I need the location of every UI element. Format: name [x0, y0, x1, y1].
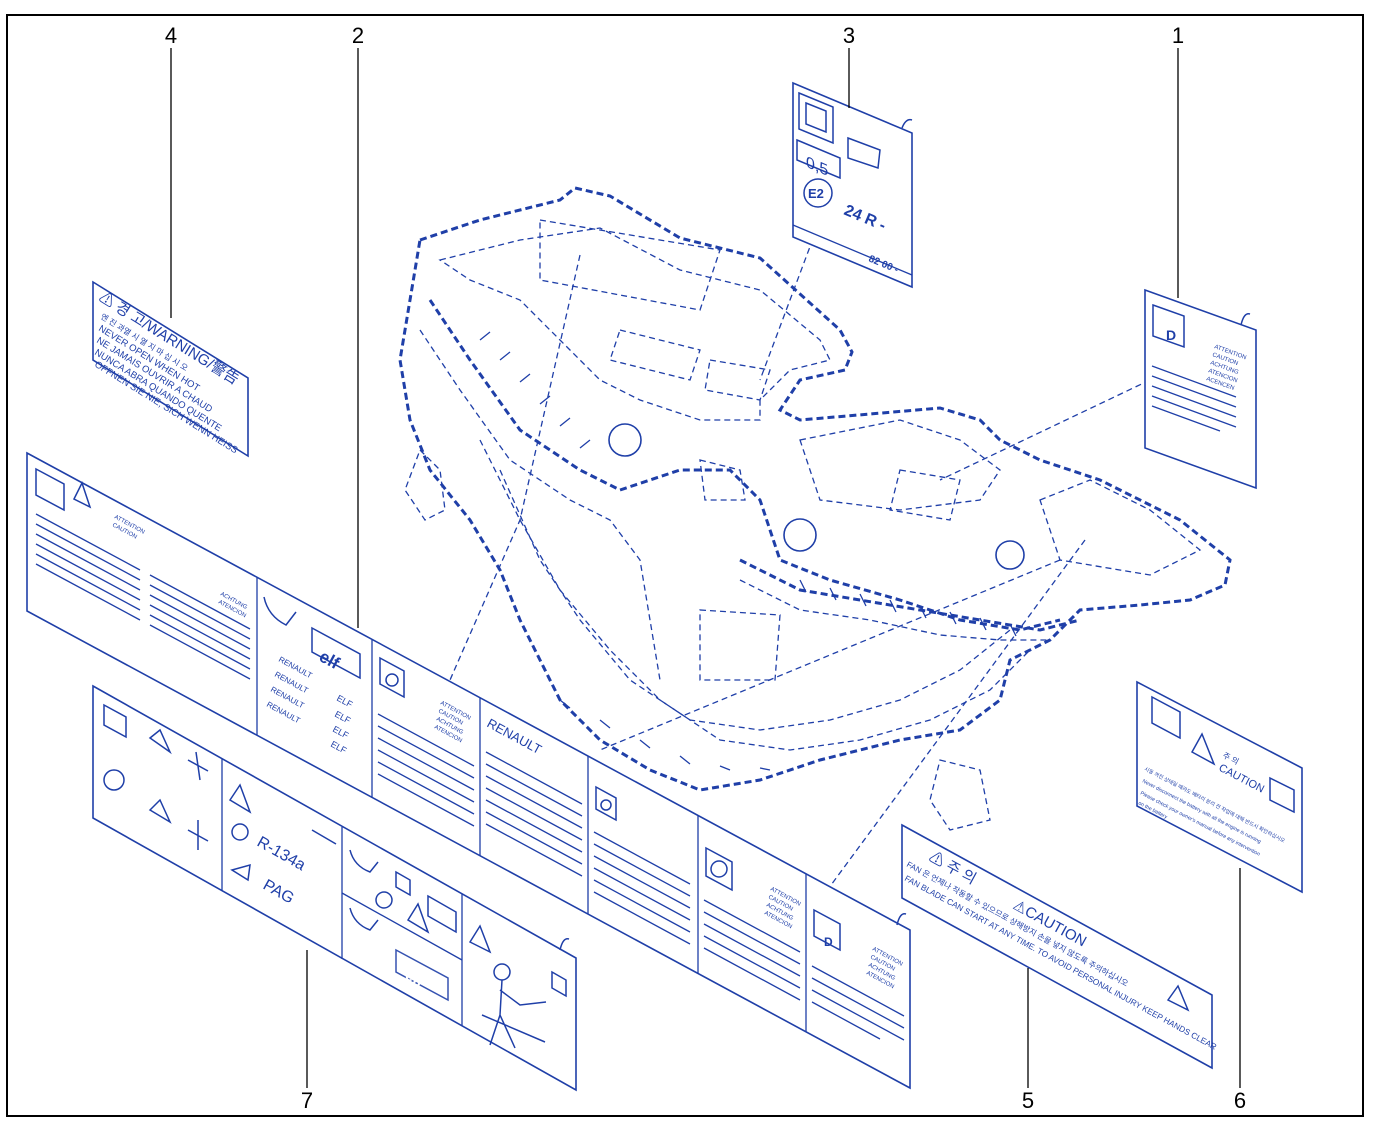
- label-3-circle: E2: [808, 186, 824, 201]
- label-7-strip: R-134a PAG elf: [92, 684, 577, 1092]
- label-6-battery-caution: 주 의 CAUTION 시동 꺼진 상태일 때라도 배터리 분리 전 작업에 대…: [1136, 680, 1303, 894]
- callout-5: 5: [1022, 1088, 1034, 1113]
- diagram-frame: [6, 14, 1364, 1117]
- label-1-caution: D ATTENTION CAUTION ACHTUNG ATENCION ACE…: [1144, 288, 1257, 490]
- callout-7: 7: [301, 1088, 313, 1113]
- callout-3: 3: [843, 23, 855, 48]
- label-2-g-icon: D: [824, 935, 833, 949]
- callout-4: 4: [165, 23, 177, 48]
- label-4-warning: ⚠ 경 고/WARNING/警告 엔 진 과열 시 열 지 마 십 시 오 NE…: [92, 280, 249, 458]
- label-5-korean: FAN 은 언제나 작동할 수 있으므로 상해방지 손을 넣지 않도록 주의하십…: [905, 859, 1130, 988]
- front-crossmember-drawing: [398, 186, 1232, 901]
- callout-1: 1: [1172, 23, 1184, 48]
- label-3-emission: 0,5 E2 24 R - 82 00 -: [792, 81, 913, 289]
- callout-leaders: [170, 48, 1241, 1088]
- label-2-strip: ATTENTION CAUTION ACHTUNG ATENCION elf R…: [26, 451, 911, 1090]
- callout-2: 2: [352, 23, 364, 48]
- label-5-english: FAN BLADE CAN START AT ANY TIME. TO AVOI…: [903, 873, 1218, 1052]
- label-1-icon: D: [1166, 327, 1176, 343]
- label-5-fan-caution: ⚠ 주 의 FAN 은 언제나 작동할 수 있으므로 상해방지 손을 넣지 않도…: [901, 823, 1218, 1070]
- callout-6: 6: [1234, 1088, 1246, 1113]
- callout-numbers: 1 2 3 4 5 6 7: [165, 23, 1246, 1113]
